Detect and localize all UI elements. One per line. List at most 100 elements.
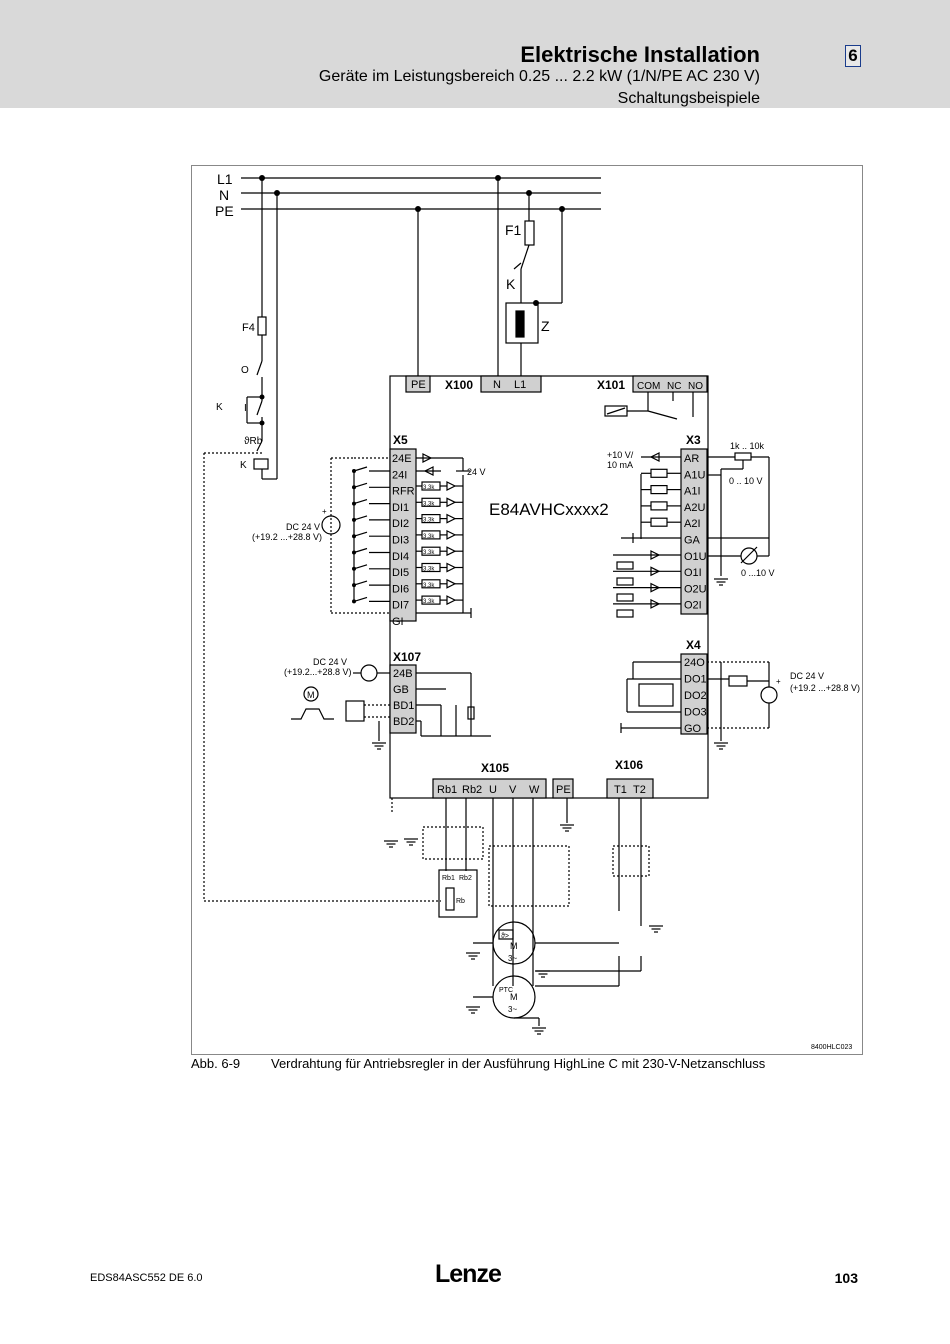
x3-ref-label-2: 10 mA: [607, 460, 633, 470]
mains-n-label: N: [219, 187, 229, 203]
brake-motor-m: M: [307, 690, 315, 700]
motor1-sensor: ϑ>: [501, 933, 509, 940]
x5-terminal-di3: DI3: [392, 535, 409, 547]
fuse-f1-label: F1: [505, 222, 522, 238]
x5-resistor-label: 3.3k: [423, 583, 435, 589]
x5-name: X5: [393, 433, 408, 447]
caption-number: Abb. 6-9: [191, 1056, 241, 1071]
x101-name: X101: [597, 378, 625, 392]
x5-terminal-di2: DI2: [392, 518, 409, 530]
x5-terminal-di1: DI1: [392, 502, 409, 514]
x105-terminal-rb1: Rb1: [437, 784, 457, 796]
x5-terminal-rfr: RFR: [392, 486, 415, 498]
contactor-k-label: K: [506, 276, 516, 292]
section-subtitle-2: Schaltungsbeispiele: [617, 90, 760, 107]
switch-k-label: K: [216, 402, 223, 413]
fuse-f4-label: F4: [242, 322, 255, 334]
x107-terminal-bd2: BD2: [393, 716, 414, 728]
x3-range-in: 0 .. 10 V: [729, 476, 763, 486]
x5-terminal-di6: DI6: [392, 583, 409, 595]
figure-id: 8400HLC023: [811, 1044, 852, 1051]
x107-terminal-bd1: BD1: [393, 700, 414, 712]
x101-nc: NC: [667, 381, 681, 392]
x3-terminal-o2u: O2U: [684, 583, 707, 595]
x101-no: NO: [688, 381, 703, 392]
x4-terminal-24o: 24O: [684, 657, 705, 669]
dc24-brake-line2: (+19.2...+28.8 V): [284, 667, 352, 677]
x5-resistor-label: 3.3k: [423, 534, 435, 540]
svg-text:+: +: [322, 507, 327, 516]
x107-terminal-24b: 24B: [393, 668, 413, 680]
chapter-number: 6: [845, 45, 861, 67]
x105-terminal-u: U: [489, 784, 497, 796]
x5-terminal-24e: 24E: [392, 453, 412, 465]
x5-terminal-di4: DI4: [392, 551, 409, 563]
x105-terminal-rb2: Rb2: [462, 784, 482, 796]
thermal-contact-label: ϑRb: [244, 436, 263, 447]
dc24-left-line1: DC 24 V: [286, 522, 320, 532]
motor2-phase: 3~: [508, 1005, 517, 1014]
x106-t2: T2: [633, 784, 646, 796]
mains-pe-label: PE: [215, 203, 234, 219]
svg-text:+: +: [776, 677, 781, 686]
mains-l1-label: L1: [217, 171, 233, 187]
page-header: Elektrische Installation Geräte im Leist…: [0, 0, 950, 108]
x4-terminal-do3: DO3: [684, 707, 707, 719]
x4-terminal-do2: DO2: [684, 690, 707, 702]
x5-terminal-gi: GI: [392, 616, 404, 628]
rb-label: Rb: [456, 898, 465, 905]
x3-terminal-ga: GA: [684, 535, 701, 547]
dc24-brake-line1: DC 24 V: [313, 657, 347, 667]
x5-resistor-label: 3.3k: [423, 485, 435, 491]
x5-resistor-label: 3.3k: [423, 550, 435, 556]
x100-pe: PE: [411, 379, 426, 391]
wiring-diagram-frame: L1 N PE F4 O K I ϑRb K F1 K Z: [191, 165, 863, 1055]
x3-range-out: 0 ...10 V: [741, 568, 775, 578]
dc24-right-line1: DC 24 V: [790, 671, 824, 681]
x5-terminal-di7: DI7: [392, 600, 409, 612]
x3-terminal-o2i: O2I: [684, 600, 702, 612]
x5-resistor-label: 3.3k: [423, 567, 435, 573]
page-number: 103: [834, 1270, 858, 1286]
x5-supply-label: 24 V: [467, 467, 486, 477]
x5-resistor-label: 3.3k: [423, 518, 435, 524]
x107-name: X107: [393, 650, 421, 664]
rb-rb2: Rb2: [459, 875, 472, 882]
x105-terminal-w: W: [529, 784, 540, 796]
doc-number: EDS84ASC552 DE 6.0: [90, 1272, 203, 1284]
x105-terminal-v: V: [509, 784, 517, 796]
x3-pot-label: 1k .. 10k: [730, 441, 765, 451]
x105-name: X105: [481, 761, 509, 775]
x5-resistor-label: 3.3k: [423, 501, 435, 507]
lenze-logo: Lenze: [435, 1260, 502, 1288]
x3-terminal-a1u: A1U: [684, 469, 705, 481]
x5-terminal-24i: 24I: [392, 469, 407, 481]
x101-com: COM: [637, 381, 660, 392]
x3-terminal-a2i: A2I: [684, 518, 701, 530]
x4-name: X4: [686, 638, 701, 652]
x5-resistor-label: 3.3k: [423, 599, 435, 605]
motor1-m: M: [510, 941, 518, 951]
motor1-phase: 3~: [508, 954, 517, 963]
x3-terminal-o1i: O1I: [684, 567, 702, 579]
switch-i-label: I: [244, 403, 247, 414]
x4-terminal-do1: DO1: [684, 674, 707, 686]
section-subtitle: Geräte im Leistungsbereich 0.25 ... 2.2 …: [318, 68, 760, 85]
switch-o-label: O: [241, 365, 249, 376]
section-title: Elektrische Installation: [520, 42, 760, 67]
x3-terminal-o1u: O1U: [684, 551, 707, 563]
x3-name: X3: [686, 433, 701, 447]
x106-name: X106: [615, 758, 643, 772]
filter-z-label: Z: [541, 318, 550, 334]
x3-ref-label-1: +10 V/: [607, 450, 634, 460]
x100-l1: L1: [514, 379, 526, 391]
x106-t1: T1: [614, 784, 627, 796]
wiring-diagram: L1 N PE F4 O K I ϑRb K F1 K Z: [203, 171, 860, 1051]
x107-terminal-gb: GB: [393, 684, 409, 696]
x4-terminal-go: GO: [684, 723, 702, 735]
dc24-left-line2: (+19.2 ...+28.8 V): [252, 532, 322, 542]
